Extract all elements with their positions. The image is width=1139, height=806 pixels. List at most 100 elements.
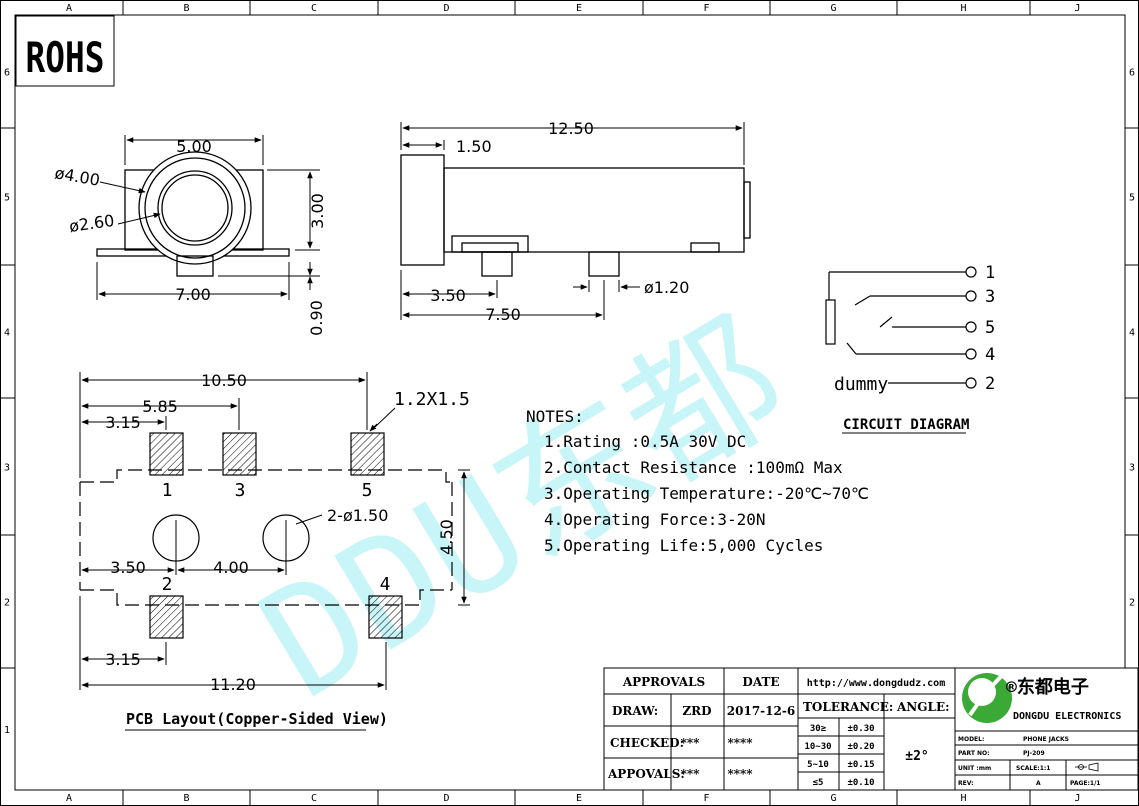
dim-front-width: 5.00 — [176, 137, 212, 156]
zone-labels: AABBCCDDEEFFGGHHJJ665544332211 — [4, 3, 1135, 804]
pcb-pin-label: 3 — [235, 480, 246, 501]
title-block-grid — [603, 667, 1139, 791]
dim-pcb-pad-size: 1.2X1.5 — [394, 389, 470, 410]
zone-column-label: G — [830, 3, 836, 14]
tb-angle-value: ±2° — [905, 749, 928, 764]
dim-side-length: 12.50 — [548, 119, 594, 138]
zone-column-label: F — [703, 3, 709, 14]
zone-column-label: B — [183, 793, 189, 804]
dim-front-outer-dia: ø4.00 — [53, 163, 101, 190]
zone-column-label: D — [443, 793, 449, 804]
dim-pcb-450: 4.50 — [437, 519, 456, 555]
zone-row-label: 2 — [4, 598, 10, 609]
tb-unit-label: UNIT :mm — [958, 765, 991, 772]
circuit-dummy-label: dummy — [834, 374, 888, 395]
pcb-pin-label: 5 — [362, 480, 373, 501]
pcb-pin-label: 1 — [162, 480, 173, 501]
tb-draw-label: DRAW: — [612, 704, 658, 718]
side-view-dimensions — [400, 122, 745, 320]
circuit-caption: CIRCUIT DIAGRAM — [843, 417, 969, 433]
dim-pcb-315-bottom: 3.15 — [105, 650, 141, 669]
notes-list: 1.Rating :0.5A 30V DC 2.Contact Resistanc… — [544, 432, 869, 555]
note-item: 5.Operating Life:5,000 Cycles — [544, 536, 823, 555]
tb-angle-label: ANGLE: — [896, 700, 950, 714]
tolerance-value: ±0.15 — [847, 760, 874, 770]
zone-column-label: H — [960, 3, 966, 14]
tb-model-label: MODEL: — [958, 736, 984, 743]
company-name-cn: ®东都电子 — [1006, 676, 1089, 698]
tb-tolerance-label: TOLERANCE: — [803, 700, 893, 714]
dim-pcb-overall: 10.50 — [201, 371, 247, 390]
tb-appovals-label: APPOVALS: — [607, 767, 685, 781]
note-item: 2.Contact Resistance :100mΩ Max — [544, 458, 843, 477]
circuit-pin-label: 4 — [985, 345, 995, 365]
circuit-pin-label: 5 — [985, 318, 995, 338]
circuit-pin-label: 1 — [985, 263, 995, 283]
zone-row-label: 1 — [4, 725, 10, 736]
projection-symbol-icon — [1075, 762, 1099, 772]
dim-pcb-400: 4.00 — [213, 558, 249, 577]
tb-appovals-name: *** — [681, 767, 701, 781]
zone-row-label: 4 — [1129, 328, 1135, 339]
tb-model-value: PHONE JACKS — [1023, 736, 1069, 743]
dim-side-flange: 1.50 — [456, 137, 492, 156]
tolerance-range: 30≥ — [810, 724, 827, 734]
note-item: 4.Operating Force:3-20N — [544, 510, 766, 529]
tolerance-range: 5~10 — [807, 760, 829, 770]
tolerance-range: ≤5 — [813, 778, 824, 788]
pcb-caption: PCB Layout(Copper-Sided View) — [126, 710, 388, 728]
zone-column-label: A — [66, 793, 72, 804]
tb-page-label: PAGE:1/1 — [1070, 780, 1100, 787]
rohs-label: ROHS — [26, 33, 105, 82]
dim-front-height: 3.00 — [308, 193, 327, 229]
dim-front-base: 7.00 — [175, 285, 211, 304]
zone-column-label: A — [66, 3, 72, 14]
tb-part-value: PJ-209 — [1023, 750, 1045, 757]
zone-column-label: D — [443, 3, 449, 14]
zone-column-label: J — [1074, 793, 1080, 804]
circuit-pin-label: 2 — [985, 374, 995, 394]
zone-column-label: H — [960, 793, 966, 804]
rohs-box — [15, 15, 115, 87]
circuit-diagram — [825, 266, 977, 389]
tb-checked-name: *** — [681, 736, 701, 750]
dim-front-inner-dia: ø2.60 — [68, 211, 116, 236]
dim-side-peg2: 7.50 — [485, 305, 521, 324]
zone-row-label: 5 — [1129, 193, 1135, 204]
zone-row-label: 4 — [4, 328, 10, 339]
dim-pcb-585: 5.85 — [142, 397, 178, 416]
zone-column-label: E — [576, 3, 582, 14]
zone-row-label: 6 — [4, 68, 10, 79]
notes-title: NOTES: — [526, 407, 584, 426]
dim-front-peg: 0.90 — [307, 300, 326, 336]
note-item: 1.Rating :0.5A 30V DC — [544, 432, 746, 451]
pcb-pads — [149, 432, 403, 639]
zone-column-label: F — [703, 793, 709, 804]
dim-pcb-350: 3.50 — [110, 558, 146, 577]
inner-border — [14, 14, 1126, 791]
tolerance-range: 10~30 — [804, 742, 831, 752]
pcb-pin-label: 4 — [380, 574, 391, 595]
pcb-outline — [79, 469, 453, 606]
tb-checked-label: CHECKED: — [610, 736, 684, 750]
zone-column-label: C — [311, 3, 317, 14]
zone-column-label: E — [576, 793, 582, 804]
tb-rev-value: A — [1036, 780, 1041, 787]
zone-column-label: G — [830, 793, 836, 804]
dim-side-peg1: 3.50 — [430, 286, 466, 305]
note-item: 3.Operating Temperature:-20℃~70℃ — [544, 484, 869, 503]
tb-checked-date: **** — [727, 736, 753, 750]
tolerance-value: ±0.30 — [847, 724, 874, 734]
pcb-dimensions — [79, 372, 470, 690]
zone-row-label: 3 — [1129, 463, 1135, 474]
zone-row-label: 6 — [1129, 68, 1135, 79]
dim-side-peg-dia: ø1.20 — [644, 278, 689, 297]
tb-draw-date: 2017-12-6 — [727, 704, 795, 718]
front-view — [96, 151, 290, 277]
tb-approvals-header: APPROVALS — [622, 675, 705, 689]
